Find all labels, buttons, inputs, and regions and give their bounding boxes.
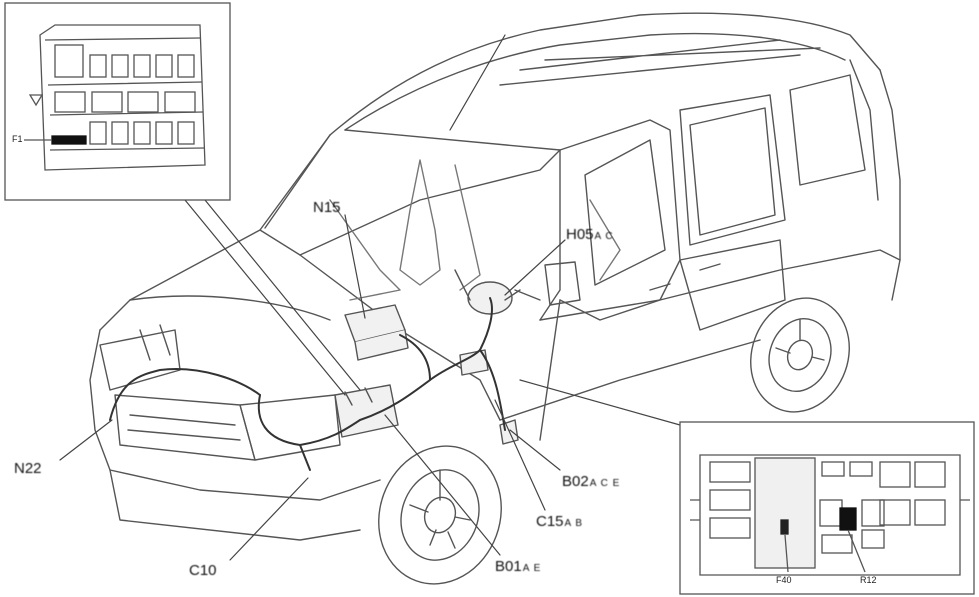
inset-left-fuse-grid [28, 44, 196, 145]
front-wheel [378, 445, 502, 585]
label-n22: N22 [14, 460, 42, 477]
inset-right-fuse-f40 [780, 519, 789, 535]
label-b02: B02A C E [562, 473, 621, 490]
van-body-outline [89, 12, 901, 541]
component-n15-unit [344, 304, 409, 361]
inset-right-label-f40: F40 [776, 575, 792, 585]
component-b01-battery [334, 384, 399, 438]
inset-fuse-box-left [4, 2, 231, 201]
label-h05: H05A C [566, 226, 614, 243]
interior-seats [329, 159, 621, 301]
inset-left-label-f1: F1 [12, 134, 23, 144]
inset-right-grid [709, 457, 946, 569]
leader-lines [59, 34, 681, 561]
label-b01: B01A E [495, 558, 542, 575]
wiring-harness [109, 297, 506, 471]
label-c10: C10 [189, 562, 217, 579]
inset-left-fuse-f1 [51, 135, 87, 145]
label-c15: C15A B [536, 513, 584, 530]
inset-right-label-r12: R12 [860, 575, 877, 585]
label-n15: N15 [313, 199, 341, 216]
rear-wheel [750, 297, 850, 413]
component-h05-assembly [454, 269, 521, 315]
inset-relay-box-right [679, 421, 975, 595]
inset-right-relay-r12 [839, 507, 857, 531]
